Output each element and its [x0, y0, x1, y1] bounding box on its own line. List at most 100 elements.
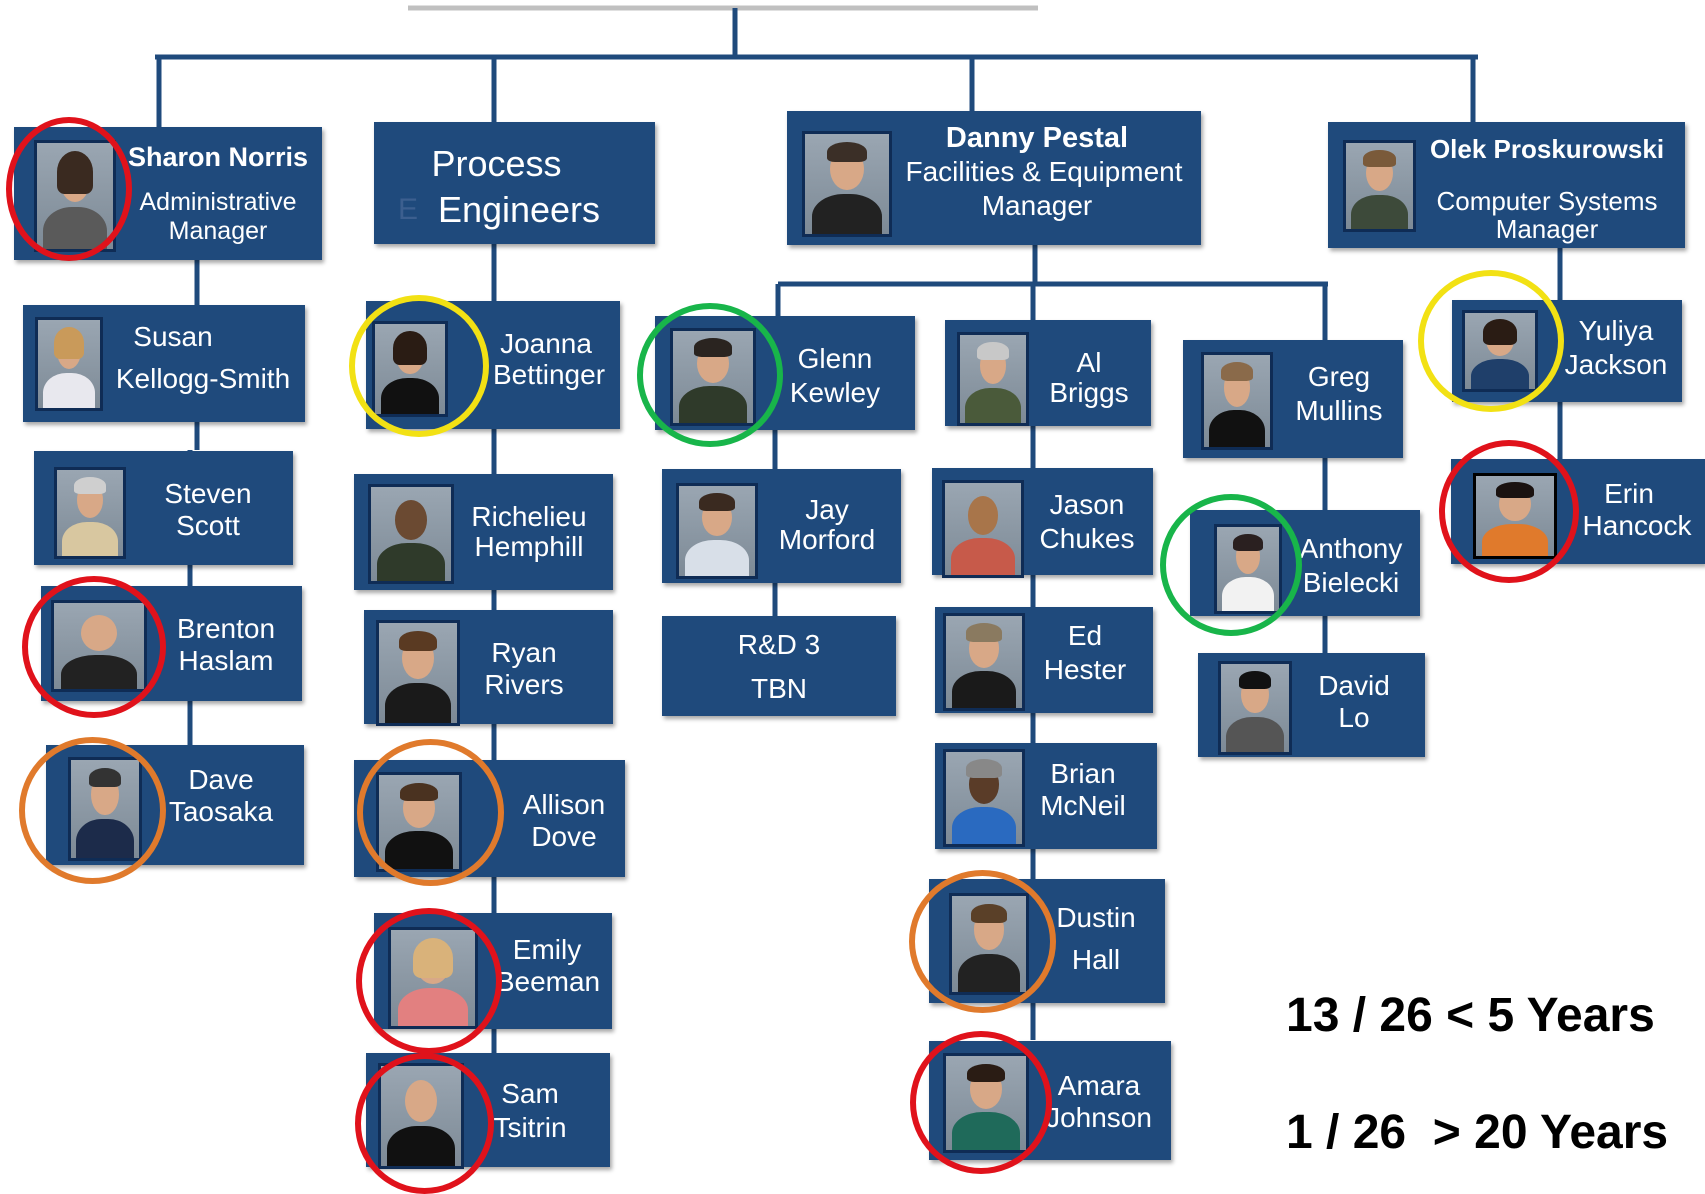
susan-kellogg-smith-last: Kellogg-Smith: [115, 363, 291, 394]
process-engineers-line-2: Engineers: [437, 189, 601, 230]
al-briggs-first: Al: [1076, 347, 1102, 378]
manager-card-danny-pestal: Danny Pestal Facilities & Equipment Mana…: [787, 111, 1201, 245]
person-card-jason-chukes: Jason Chukes: [932, 468, 1153, 578]
tenure-ring-brenton-haslam: [22, 576, 166, 718]
process-engineers-line-1: Process: [431, 143, 562, 184]
dave-taosaka-last: Taosaka: [168, 796, 274, 827]
jay-morford-first: Jay: [805, 494, 849, 525]
rd3-tbn-last: TBN: [751, 673, 807, 704]
sharon-norris-title-1: Administrative: [139, 188, 297, 216]
dustin-hall-first: Dustin: [1056, 902, 1136, 933]
greg-mullins-first: Greg: [1307, 361, 1371, 392]
olek-proskurowski-name: Olek Proskurowski: [1429, 134, 1665, 164]
tenure-ring-dave-taosaka: [19, 737, 166, 884]
olek-proskurowski-photo: [1343, 140, 1416, 232]
emily-beeman-first: Emily: [512, 934, 582, 965]
danny-pestal-title-2: Manager: [981, 190, 1093, 221]
person-card-steven-scott: Steven Scott: [34, 451, 293, 565]
rd3-tbn-first: R&D 3: [737, 629, 821, 660]
anthony-bielecki-last: Bielecki: [1302, 567, 1400, 598]
person-card-jay-morford: Jay Morford: [662, 469, 901, 583]
tenure-ring-joanna-bettinger: [349, 295, 489, 437]
erin-hancock-last: Hancock: [1582, 510, 1692, 541]
ryan-rivers-last: Rivers: [484, 669, 564, 700]
amara-johnson-first: Amara: [1057, 1070, 1141, 1101]
tenure-ring-glenn-kewley: [637, 303, 783, 447]
jason-chukes-last: Chukes: [1039, 523, 1135, 554]
person-card-brian-mcneil: Brian McNeil: [935, 743, 1157, 849]
steven-scott-photo: [54, 467, 126, 559]
glenn-kewley-first: Glenn: [797, 343, 873, 374]
steven-scott-last: Scott: [176, 510, 240, 541]
al-briggs-photo: [957, 332, 1029, 426]
joanna-bettinger-first: Joanna: [500, 328, 592, 359]
brian-mcneil-photo: [943, 749, 1025, 847]
emily-beeman-last: Beeman: [495, 966, 601, 997]
jason-chukes-photo: [942, 480, 1024, 578]
amara-johnson-last: Johnson: [1046, 1102, 1152, 1133]
person-card-greg-mullins: Greg Mullins: [1183, 340, 1403, 458]
brenton-haslam-last: Haslam: [178, 645, 274, 676]
tenure-ring-erin-hancock: [1439, 440, 1579, 583]
allison-dove-first: Allison: [522, 789, 606, 820]
tenure-ring-amara-johnson: [910, 1031, 1052, 1174]
danny-pestal-name: Danny Pestal: [945, 122, 1129, 154]
greg-mullins-photo: [1201, 352, 1273, 450]
tenure-ring-emily-beeman: [356, 908, 502, 1054]
richelieu-hemphill-photo: [368, 484, 454, 584]
manager-card-olek-proskurowski: Olek Proskurowski Computer Systems Manag…: [1328, 122, 1685, 248]
tenure-ring-allison-dove: [357, 739, 504, 886]
david-lo-last: Lo: [1338, 702, 1370, 733]
sharon-norris-name: Sharon Norris: [127, 142, 309, 172]
anthony-bielecki-first: Anthony: [1299, 533, 1403, 564]
olek-proskurowski-title-2: Manager: [1495, 214, 1599, 244]
brian-mcneil-first: Brian: [1050, 758, 1116, 789]
jason-chukes-first: Jason: [1049, 489, 1125, 520]
dave-taosaka-first: Dave: [188, 764, 254, 795]
ed-hester-last: Hester: [1043, 654, 1127, 685]
person-card-ed-hester: Ed Hester: [935, 607, 1153, 713]
david-lo-photo: [1218, 661, 1292, 755]
danny-pestal-title-1: Facilities & Equipment: [905, 156, 1183, 187]
richelieu-hemphill-last: Hemphill: [474, 531, 584, 562]
jay-morford-last: Morford: [778, 524, 876, 555]
olek-proskurowski-title-1: Computer Systems: [1436, 186, 1658, 216]
richelieu-hemphill-first: Richelieu: [471, 501, 587, 532]
glenn-kewley-last: Kewley: [789, 377, 881, 408]
jay-morford-photo: [676, 483, 758, 579]
person-card-al-briggs: Al Briggs: [945, 320, 1151, 426]
person-card-david-lo: David Lo: [1198, 653, 1425, 757]
allison-dove-last: Dove: [531, 821, 597, 852]
stat-over-twenty-years: 1 / 26 > 20 Years: [1286, 1106, 1669, 1159]
brenton-haslam-first: Brenton: [176, 613, 276, 644]
person-card-richelieu-hemphill: Richelieu Hemphill: [354, 474, 613, 590]
al-briggs-last: Briggs: [1049, 377, 1129, 408]
group-card-process-engineers: Process E Engineers: [374, 122, 655, 244]
tenure-ring-dustin-hall: [909, 870, 1056, 1013]
danny-pestal-photo: [802, 131, 892, 237]
ed-hester-first: Ed: [1067, 620, 1103, 651]
susan-kellogg-smith-first: Susan: [133, 321, 213, 352]
process-engineers-stray-letter: E: [398, 193, 419, 226]
sam-tsitrin-first: Sam: [501, 1078, 559, 1109]
tenure-ring-yuliya-jackson: [1418, 270, 1564, 412]
person-card-susan-kellogg-smith: Susan Kellogg-Smith: [23, 305, 305, 422]
stat-under-five-years: 13 / 26 < 5 Years: [1286, 989, 1655, 1042]
steven-scott-first: Steven: [164, 478, 252, 509]
sharon-norris-title-2: Manager: [168, 217, 268, 245]
tenure-ring-sharon-norris: [6, 117, 132, 261]
susan-kellogg-smith-photo: [35, 317, 103, 411]
sam-tsitrin-last: Tsitrin: [493, 1112, 567, 1143]
ryan-rivers-first: Ryan: [491, 637, 557, 668]
yuliya-jackson-last: Jackson: [1564, 349, 1668, 380]
ryan-rivers-photo: [376, 620, 460, 726]
greg-mullins-last: Mullins: [1295, 395, 1383, 426]
david-lo-first: David: [1318, 670, 1390, 701]
yuliya-jackson-first: Yuliya: [1578, 315, 1654, 346]
person-card-ryan-rivers: Ryan Rivers: [364, 610, 613, 726]
brian-mcneil-last: McNeil: [1040, 790, 1126, 821]
dustin-hall-last: Hall: [1071, 944, 1121, 975]
tenure-ring-sam-tsitrin: [355, 1053, 494, 1194]
tenure-ring-anthony-bielecki: [1160, 494, 1302, 636]
ed-hester-photo: [943, 613, 1025, 711]
